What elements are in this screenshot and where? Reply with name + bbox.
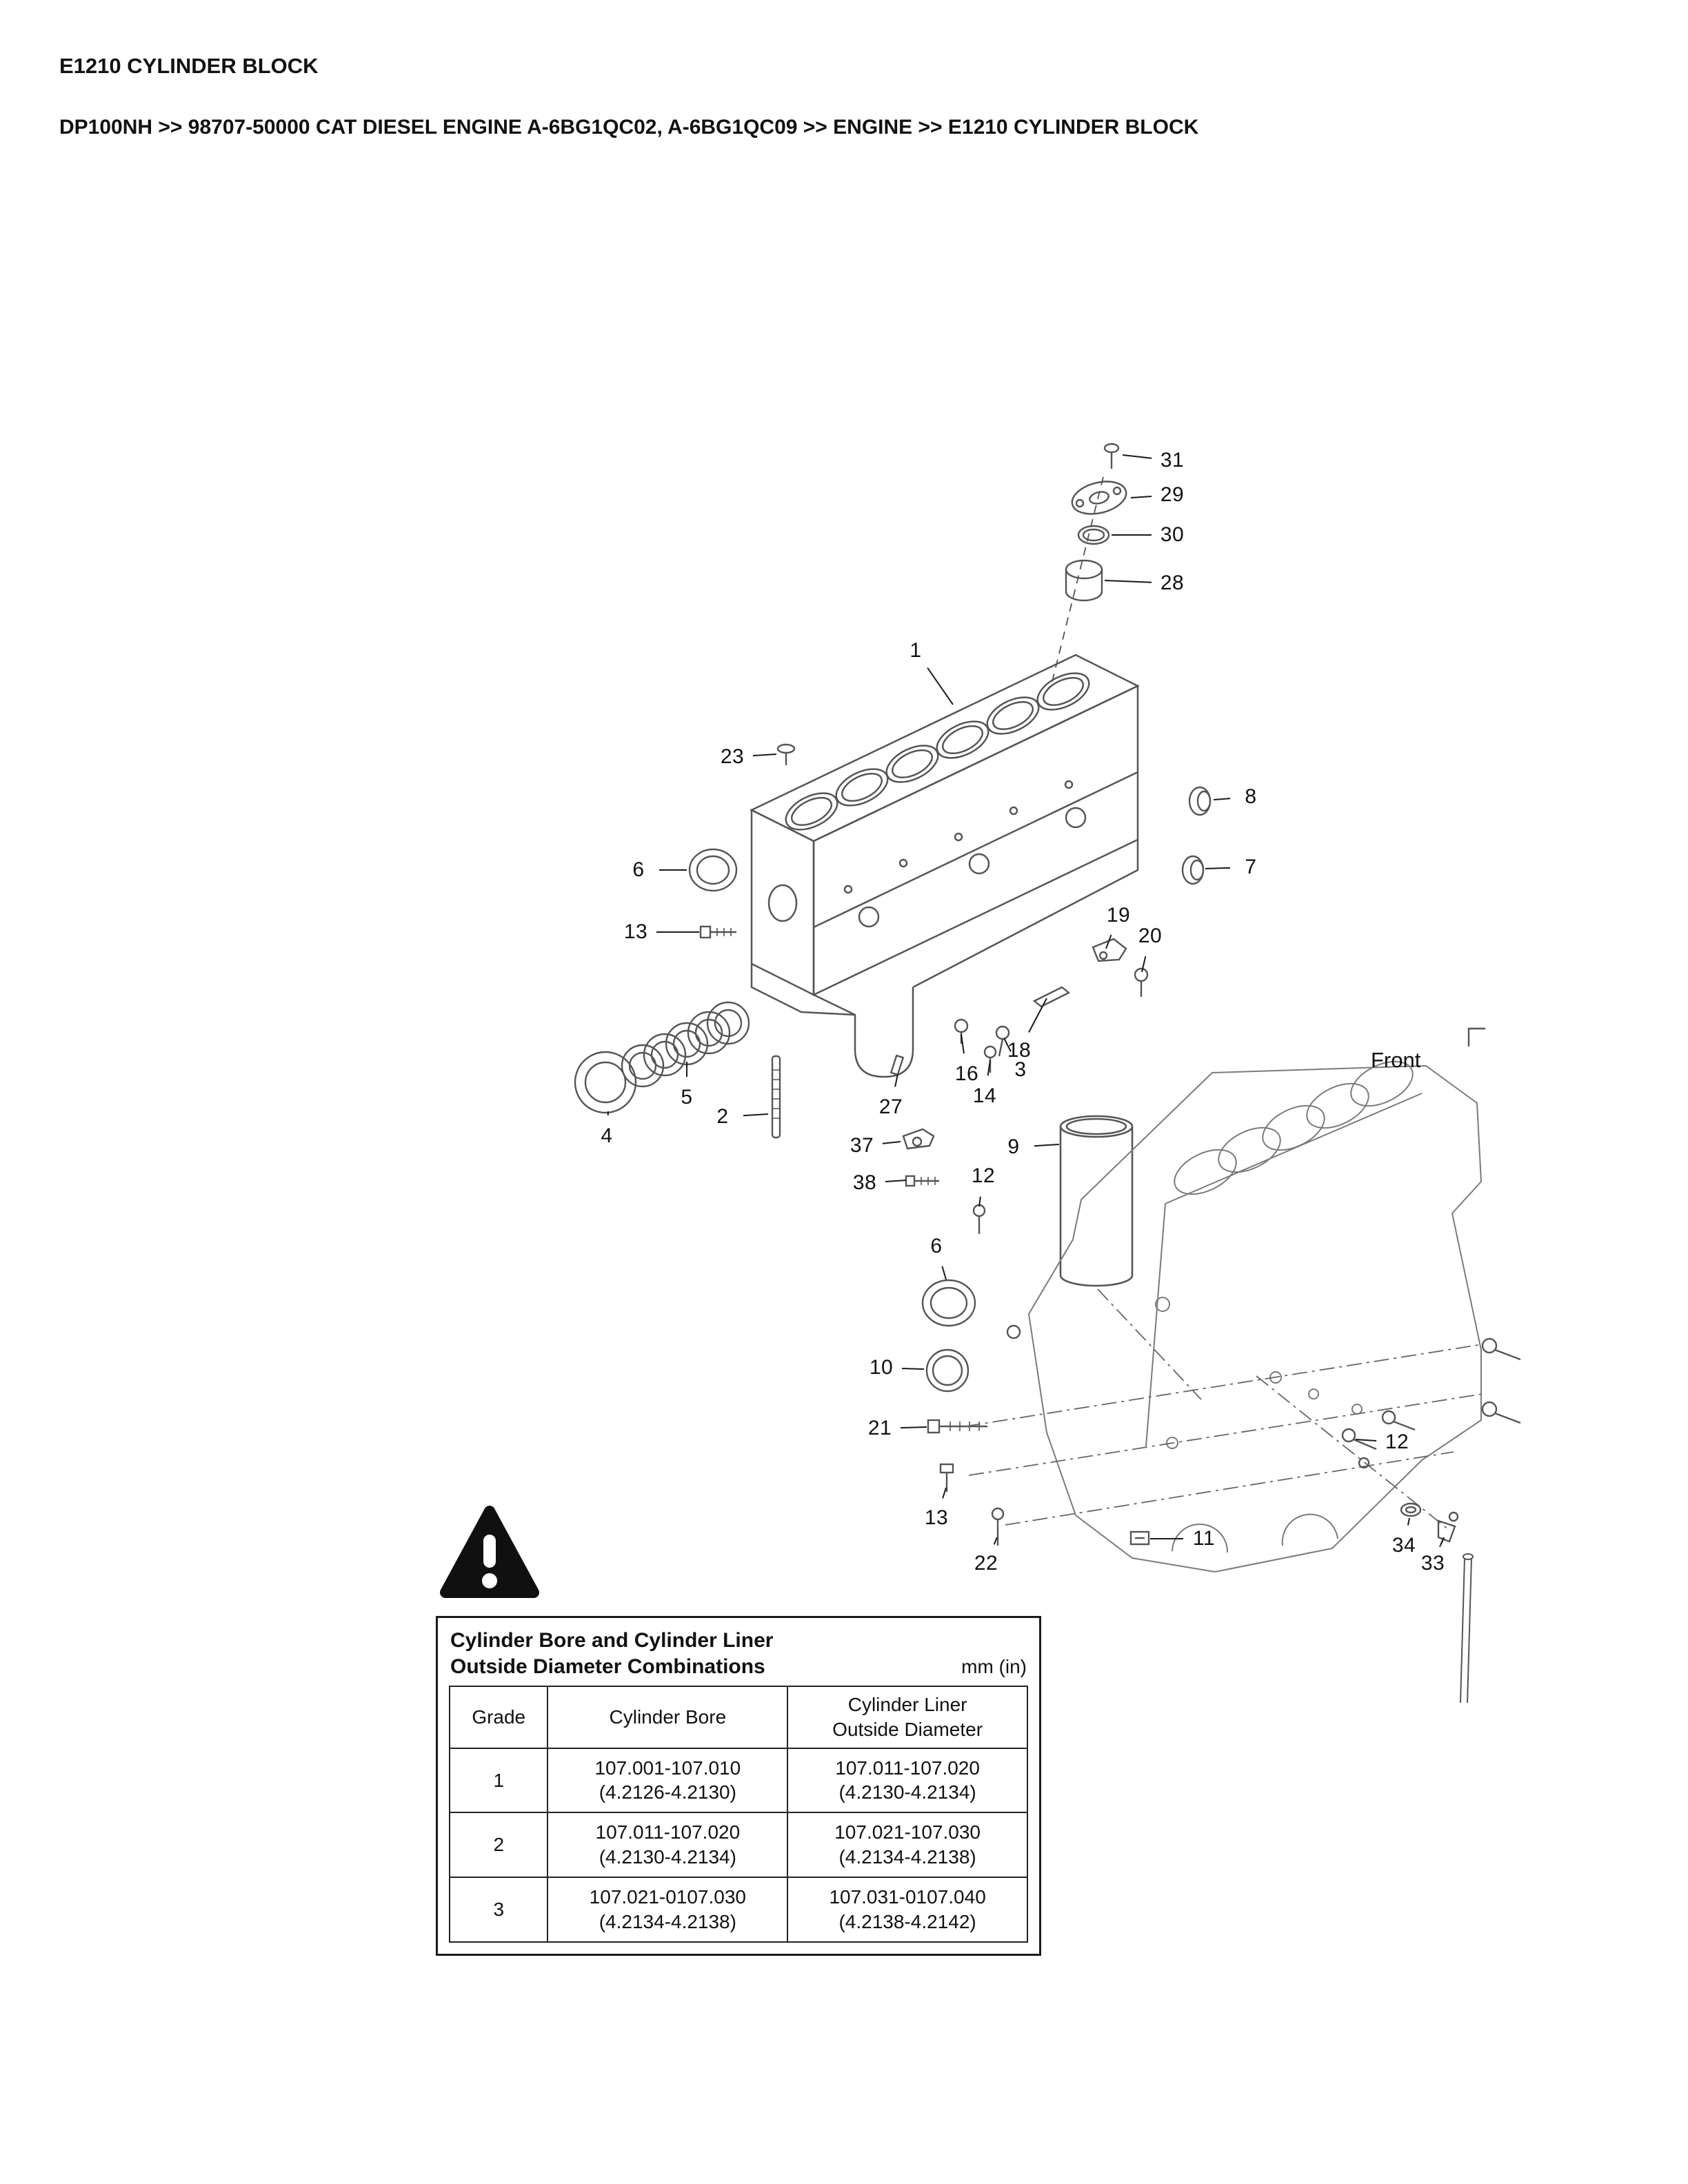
spec-cell: 1 — [448, 1747, 549, 1814]
spec-cell: 107.011-107.020 (4.2130-4.2134) — [547, 1812, 789, 1878]
cylinder-block-upper — [750, 654, 1140, 1078]
lower-left-small-parts — [921, 1204, 1150, 1546]
spec-col-header: Cylinder Bore — [547, 1686, 789, 1749]
front-direction-mark — [1467, 1027, 1485, 1046]
callout-leader-lines — [607, 454, 1445, 1545]
spec-cell: 107.001-107.010 (4.2126-4.2130) — [547, 1747, 789, 1814]
seal-ring-set — [574, 1001, 750, 1114]
right-side-fittings — [1341, 1337, 1521, 1548]
assembly-center-lines — [965, 1288, 1483, 1530]
head-plug-stack — [1050, 443, 1127, 687]
spec-col-header: Cylinder Liner Outside Diameter — [787, 1686, 1028, 1749]
spec-cell: 2 — [448, 1812, 549, 1878]
spec-table-unit: mm (in) — [961, 1656, 1027, 1677]
spec-cell: 107.031-0107.040 (4.2138-4.2142) — [787, 1876, 1028, 1943]
breadcrumb: DP100NH >> 98707-50000 CAT DIESEL ENGINE… — [59, 116, 1199, 139]
cylinder-bore-table: Cylinder Bore and Cylinder Liner Outside… — [436, 1616, 1041, 1956]
spec-cell: 107.011-107.020 (4.2130-4.2134) — [787, 1747, 1028, 1814]
spec-cell: 3 — [448, 1876, 549, 1943]
spec-table-title-line1: Cylinder Bore and Cylinder Liner — [450, 1629, 774, 1652]
warning-icon — [440, 1506, 539, 1598]
upper-block-small-parts — [688, 743, 1212, 1187]
dipstick-tube — [1460, 1553, 1474, 1703]
cylinder-liner — [1059, 1115, 1134, 1287]
front-label: Front — [1371, 1048, 1421, 1072]
spec-cell: 107.021-107.030 (4.2134-4.2138) — [787, 1812, 1028, 1878]
page-title: E1210 CYLINDER BLOCK — [59, 54, 319, 78]
spec-table-title-line2: Outside Diameter Combinations — [450, 1655, 765, 1678]
crankcase-lower — [1027, 1060, 1483, 1573]
spec-col-header: Grade — [448, 1686, 549, 1749]
spec-cell: 107.021-0107.030 (4.2134-4.2138) — [547, 1876, 789, 1943]
